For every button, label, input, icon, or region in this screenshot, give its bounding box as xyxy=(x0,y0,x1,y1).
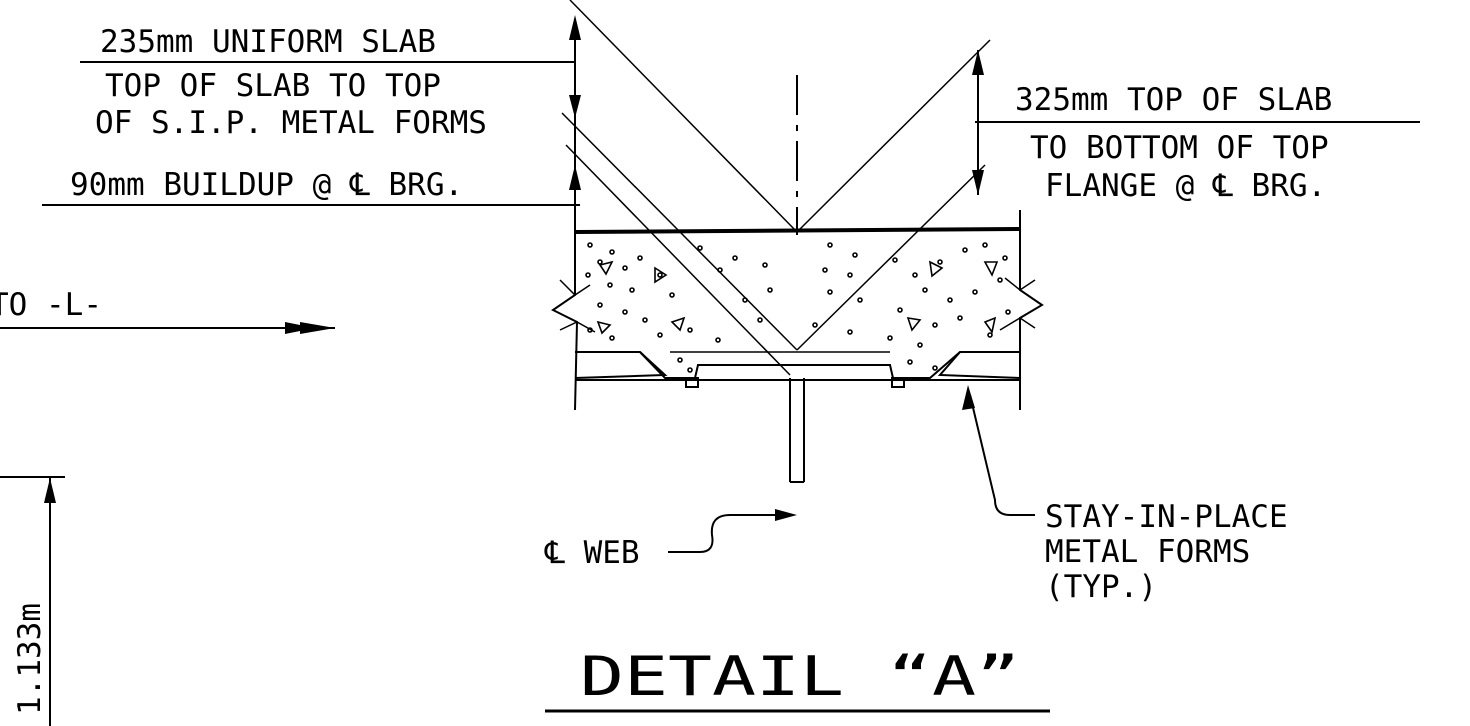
girder-web xyxy=(789,378,805,483)
arrowhead-icon xyxy=(962,385,975,410)
dimension-1133: 1.133m xyxy=(0,476,65,726)
to-bottom-label-line2: FLANGE @ ℄ BRG. xyxy=(1045,168,1326,204)
arrowhead-icon xyxy=(569,95,581,118)
arrowhead-icon xyxy=(44,478,56,503)
arrowhead-icon xyxy=(972,50,984,75)
top-slab-label-line1: TOP OF SLAB TO TOP xyxy=(105,68,441,104)
arrowhead-icon xyxy=(569,165,581,190)
cl-web-callout: ℄ WEB xyxy=(544,509,797,571)
dimension-1133-label: 1.133m xyxy=(12,603,48,715)
top-of-slab-325-label-group: 325mm TOP OF SLAB TO BOTTOM OF TOP FLANG… xyxy=(975,82,1420,204)
top-of-slab-line xyxy=(574,227,1021,234)
stay-label-line1: STAY-IN-PLACE xyxy=(1045,499,1288,535)
break-line-left-icon xyxy=(551,210,579,411)
cl-web-label: ℄ WEB xyxy=(544,535,640,571)
top-slab-label-line2: OF S.I.P. METAL FORMS xyxy=(95,105,487,141)
to-bottom-label-line1: TO BOTTOM OF TOP xyxy=(1030,130,1329,166)
top-of-slab-325-label: 325mm TOP OF SLAB xyxy=(1015,82,1332,118)
concrete-hatch-icon xyxy=(585,242,1011,373)
uniform-slab-label-group: 235mm UNIFORM SLAB TOP OF SLAB TO TOP OF… xyxy=(42,24,580,206)
arrowhead-icon xyxy=(972,170,984,195)
diagonal-lines xyxy=(561,0,991,376)
detail-title: DETAIL “A” xyxy=(580,645,1020,708)
stay-label-line3: (TYP.) xyxy=(1045,569,1157,605)
arrowhead-icon xyxy=(569,15,581,40)
buildup-label: 90mm BUILDUP @ ℄ BRG. xyxy=(70,167,463,203)
arrowhead-icon xyxy=(775,509,797,521)
stay-in-place-callout: STAY-IN-PLACE METAL FORMS (TYP.) xyxy=(962,385,1288,605)
detail-title-group: DETAIL “A” xyxy=(545,645,1050,713)
direction-to-l: TO -L- xyxy=(0,287,335,334)
dimension-235-left xyxy=(569,15,581,210)
stay-label-line2: METAL FORMS xyxy=(1045,534,1250,570)
uniform-slab-label: 235mm UNIFORM SLAB xyxy=(100,24,436,60)
break-line-right-icon xyxy=(1019,210,1044,410)
to-l-label: TO -L- xyxy=(0,287,102,323)
dimension-325-right xyxy=(972,50,984,195)
arrowhead-icon xyxy=(300,322,335,334)
concrete-slab xyxy=(551,210,1044,411)
